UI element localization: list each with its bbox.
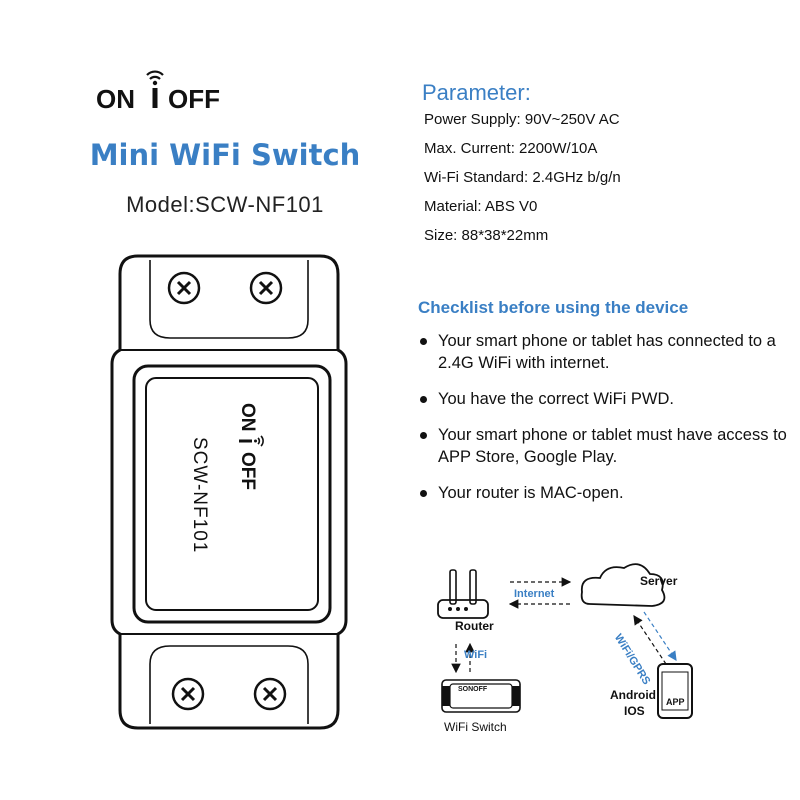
checklist-item-text: You have the correct WiFi PWD. xyxy=(438,390,674,408)
parameter-item: Wi-Fi Standard: 2.4GHz b/g/n xyxy=(424,169,621,186)
checklist-item: Your smart phone or tablet must have acc… xyxy=(418,424,790,468)
screw-icon xyxy=(171,677,205,711)
bullet-icon xyxy=(420,432,427,439)
wifi-label: WiFi xyxy=(464,649,488,661)
device-model-text: SCW-NF101 xyxy=(189,437,210,554)
checklist-item-text: Your smart phone or tablet must have acc… xyxy=(438,426,787,466)
power-wifi-icon xyxy=(146,70,164,108)
brand-on-text: ON xyxy=(96,84,135,114)
checklist-heading: Checklist before using the device xyxy=(418,298,689,317)
power-wifi-icon xyxy=(239,435,264,447)
checklist: Your smart phone or tablet has connected… xyxy=(418,330,790,504)
wifi-switch-label: WiFi Switch xyxy=(444,720,507,734)
checklist-item: You have the correct WiFi PWD. xyxy=(418,388,790,410)
checklist-item: Your smart phone or tablet has connected… xyxy=(418,330,790,374)
cloud-icon xyxy=(580,563,666,607)
brand-off-text: OFF xyxy=(168,84,220,114)
device-label: ON OFF SCW-NF101 xyxy=(150,385,310,605)
switch-brand-label: SONOFF xyxy=(458,686,488,693)
checklist-item: Your router is MAC-open. xyxy=(418,482,790,504)
bullet-icon xyxy=(420,338,427,345)
device-on-text: ON xyxy=(237,403,258,432)
bullet-icon xyxy=(420,490,427,497)
parameter-item: Size: 88*38*22mm xyxy=(424,227,549,244)
device-off-text: OFF xyxy=(237,452,258,490)
switch-device-drawing xyxy=(110,254,348,730)
parameter-item: Power Supply: 90V~250V AC xyxy=(424,111,620,128)
screw-icon xyxy=(253,677,287,711)
brand-logo: ON OFF xyxy=(96,70,236,118)
internet-label: Internet xyxy=(514,588,555,600)
bullet-icon xyxy=(420,396,427,403)
product-title: Mini WiFi Switch xyxy=(89,138,361,172)
android-label: Android xyxy=(610,688,656,702)
parameter-item: Material: ABS V0 xyxy=(424,198,538,215)
checklist-item-text: Your smart phone or tablet has connected… xyxy=(438,332,776,372)
phone-icon xyxy=(657,663,693,719)
parameter-list: Power Supply: 90V~250V AC Max. Current: … xyxy=(424,110,784,255)
parameter-item: Max. Current: 2200W/10A xyxy=(424,140,598,157)
screw-icon xyxy=(167,271,201,305)
device-brand-logo: ON OFF xyxy=(228,403,264,513)
screw-icon xyxy=(249,271,283,305)
server-label: Server xyxy=(640,574,678,588)
router-label: Router xyxy=(455,619,494,633)
router-icon xyxy=(437,569,489,619)
checklist-item-text: Your router is MAC-open. xyxy=(438,484,624,502)
network-diagram xyxy=(437,563,693,719)
ios-label: IOS xyxy=(624,704,645,718)
sonoff-switch-icon xyxy=(441,679,521,713)
model-number: Model:SCW-NF101 xyxy=(126,192,324,217)
parameter-heading: Parameter: xyxy=(422,80,531,105)
app-label: APP xyxy=(666,697,685,707)
